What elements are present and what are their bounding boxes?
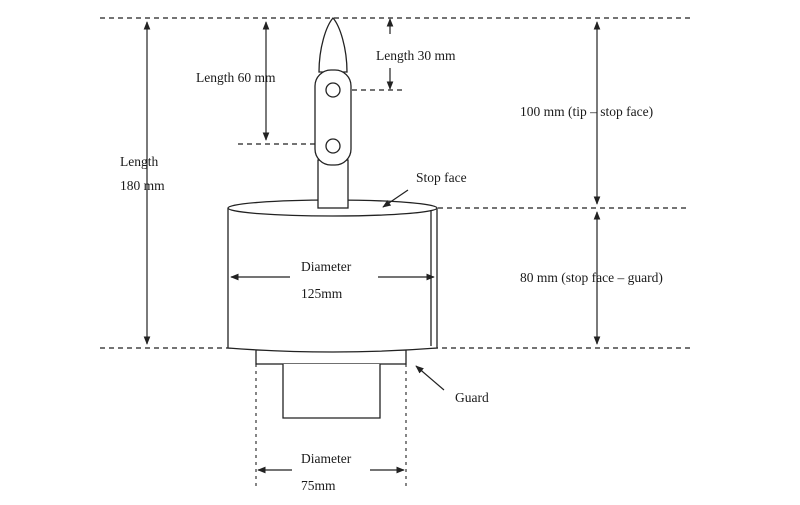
diameter125-label-line1: Diameter: [301, 259, 352, 274]
length60-label: Length 60 mm: [196, 70, 276, 85]
main-cylinder: [227, 208, 438, 353]
diameter75-label-line2: 75mm: [301, 478, 336, 493]
stop-face-leader: [382, 189, 409, 208]
stop-face-label: Stop face: [416, 170, 467, 185]
length30-label: Length 30 mm: [376, 48, 456, 63]
guard-leader: [415, 365, 445, 391]
tip-stop-label: 100 mm (tip – stop face): [520, 104, 653, 119]
probe-hole-lower: [325, 138, 341, 154]
stop-guard-label: 80 mm (stop face – guard): [520, 270, 663, 285]
length180-label-line2: 180 mm: [120, 178, 165, 193]
probe-shank: [317, 159, 349, 209]
diameter75-label-line1: Diameter: [301, 451, 352, 466]
diameter125-label-line2: 125mm: [301, 286, 343, 301]
guard-label: Guard: [455, 390, 489, 405]
guard-cylinder: [282, 364, 381, 419]
probe-plate: [314, 69, 352, 166]
probe-hole-upper: [325, 82, 341, 98]
probe-tip: [318, 17, 348, 73]
length180-label-line1: Length: [120, 154, 158, 169]
